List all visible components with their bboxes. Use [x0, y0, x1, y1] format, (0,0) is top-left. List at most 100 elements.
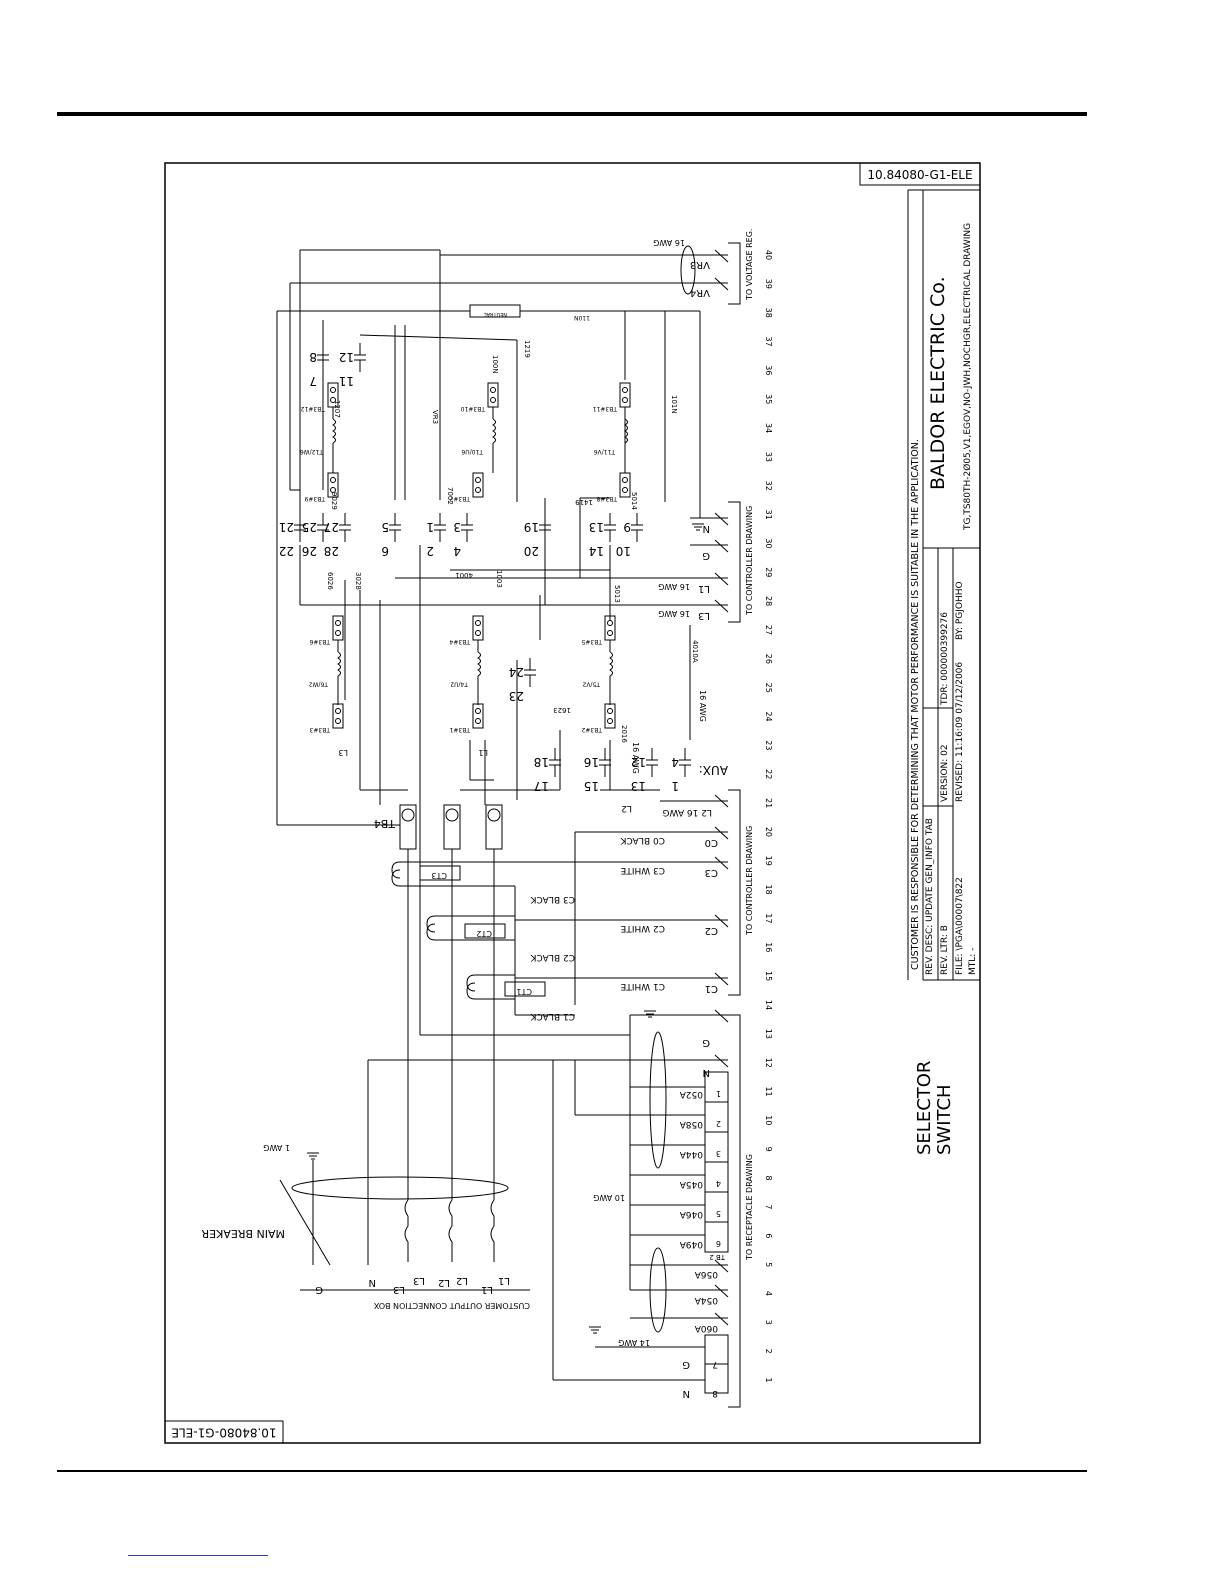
to-receptacle-label: TO RECEPTACLE DRAWING: [745, 1154, 754, 1261]
ct-c3-white: C3 WHITE: [620, 865, 665, 875]
row-number: 8: [764, 1176, 773, 1181]
row-number: 16: [764, 942, 773, 952]
tb2-wire: 045A: [679, 1179, 703, 1189]
ct3-label: CT3: [431, 871, 447, 880]
contact-number: 18: [534, 755, 549, 769]
wire-number-labels: 101N 100N 1219 VR3 1419 7002 5014 6026 3…: [326, 340, 728, 777]
ct-c3-terminal: C3: [705, 867, 718, 878]
title-block: CUSTOMER IS RESPONSIBLE FOR DETERMINING …: [907, 189, 980, 981]
tb3-label: TB3#5: [581, 638, 603, 645]
row-number: 35: [764, 394, 773, 404]
row-number: 21: [764, 798, 773, 808]
out-n: N: [369, 1277, 376, 1288]
row-number: 13: [764, 1029, 773, 1039]
wire-4010a: 4010A: [691, 640, 699, 663]
recept-n: N: [703, 1067, 710, 1078]
contact-number: 24: [509, 665, 524, 679]
ctrl-l3-awg: 16 AWG: [658, 609, 690, 618]
connector-brackets: [728, 242, 741, 1408]
row-number: 36: [764, 365, 773, 375]
row-number: 30: [764, 538, 773, 548]
tb3-label: TB3#6: [309, 638, 331, 645]
to-voltage-reg-label: TO VOLTAGE REG.: [745, 229, 754, 301]
wire-4001: 4001: [455, 571, 473, 579]
tb3-label: TB3#10: [461, 405, 486, 412]
row-number: 1: [764, 1377, 773, 1382]
vr4-label: VR4: [690, 287, 710, 298]
row-number: 2: [764, 1349, 773, 1354]
winding-label: T6/W2: [309, 681, 329, 688]
ctrl-l1-awg: 16 AWG: [658, 582, 690, 591]
tb2-wire: 049A: [679, 1239, 703, 1249]
drawing-title: TG,TS80TH-2Ø05,V1,EGOV,NO-JWH,NOCHGR,ELE…: [962, 223, 973, 531]
wire-101n: 101N: [670, 395, 678, 414]
ctrl-g-label: G: [702, 550, 710, 561]
contact-number: 6: [381, 544, 389, 558]
tb2-wire: 052A: [679, 1089, 703, 1099]
row-number: 22: [764, 769, 773, 779]
tb2-wire: 058A: [679, 1119, 703, 1129]
contact-number: 7: [309, 374, 317, 388]
upper-wiring: [289, 249, 701, 1036]
company-name: BALDOR ELECTRIC Co.: [927, 276, 949, 490]
wire-100n: 100N: [491, 355, 499, 374]
row-number: 33: [764, 452, 773, 462]
tb2-label: TB 2: [709, 1253, 726, 1261]
recept-10awg: 10 AWG: [593, 1193, 625, 1202]
file: FILE: \PGA\00007\822: [955, 877, 965, 975]
contact-number: 8: [309, 350, 317, 364]
revised: REVISED: 11:16:09 07/12/2006: [955, 662, 965, 802]
tb4-lugs: [399, 804, 503, 850]
ct-c0-black: C0 BLACK: [619, 835, 665, 845]
row-number: 17: [764, 913, 773, 923]
ct-c2-white: C2 WHITE: [620, 923, 665, 933]
contact-number: 26: [302, 544, 317, 558]
wire-1419: 1419: [575, 498, 593, 506]
row-number: 26: [764, 654, 773, 664]
awg-16-a: 16 AWG: [698, 690, 707, 722]
rev-desc: REV. DESC: UPDATE GEN_INFO TAB: [925, 818, 935, 975]
selector-switch-label-2: SWITCH: [934, 1084, 955, 1155]
contact-number: 14: [589, 544, 604, 558]
tb3-label: TB3#12: [301, 405, 326, 412]
row-number: 34: [764, 423, 773, 433]
contact-number: 9: [623, 520, 631, 534]
wire-1219: 1219: [523, 340, 531, 358]
row-number: 11: [764, 1086, 773, 1096]
contact-number: 27: [324, 520, 339, 534]
footer-link-underline[interactable]: [128, 1555, 268, 1556]
wire-1003: 1003: [495, 570, 503, 588]
row-number: 6: [764, 1233, 773, 1238]
wire-vr3: VR3: [431, 410, 439, 424]
tb2-terminal: 1: [716, 1089, 721, 1098]
ct-c3-black: C3 BLACK: [529, 894, 575, 904]
contact-number: 20: [524, 544, 539, 558]
current-transformers: [391, 861, 546, 1015]
contact-number: 22: [279, 544, 294, 558]
contact-number: 19: [524, 520, 539, 534]
l2-16awg-label: L2 16 AWG: [663, 807, 712, 817]
wire-110n: 110N: [574, 314, 590, 321]
mtl: MTL: -: [968, 948, 978, 975]
row-number: 5: [764, 1262, 773, 1267]
row-number: 37: [764, 336, 773, 346]
contact-number: 21: [279, 520, 294, 534]
row-number: 38: [764, 308, 773, 318]
version: VERSION: 02: [940, 744, 950, 802]
contact-number: 5: [381, 520, 389, 534]
row-number: 18: [764, 885, 773, 895]
tb2-terminal: 6: [716, 1239, 721, 1248]
contact-number: 15: [584, 779, 599, 793]
ct-c1-black: C1 BLACK: [529, 1011, 575, 1021]
row-number: 25: [764, 683, 773, 693]
row-number: 23: [764, 740, 773, 750]
tb2b-8: 8: [712, 1388, 718, 1398]
row-number: 14: [764, 1000, 773, 1010]
ct1-label: CT1: [516, 987, 532, 996]
selector-switch-label-1: SELECTOR: [914, 1061, 935, 1155]
neutral-label: NEUTRAL: [484, 311, 507, 317]
wire-1623: 1623: [553, 706, 571, 714]
ct-c1-white: C1 WHITE: [620, 981, 665, 991]
